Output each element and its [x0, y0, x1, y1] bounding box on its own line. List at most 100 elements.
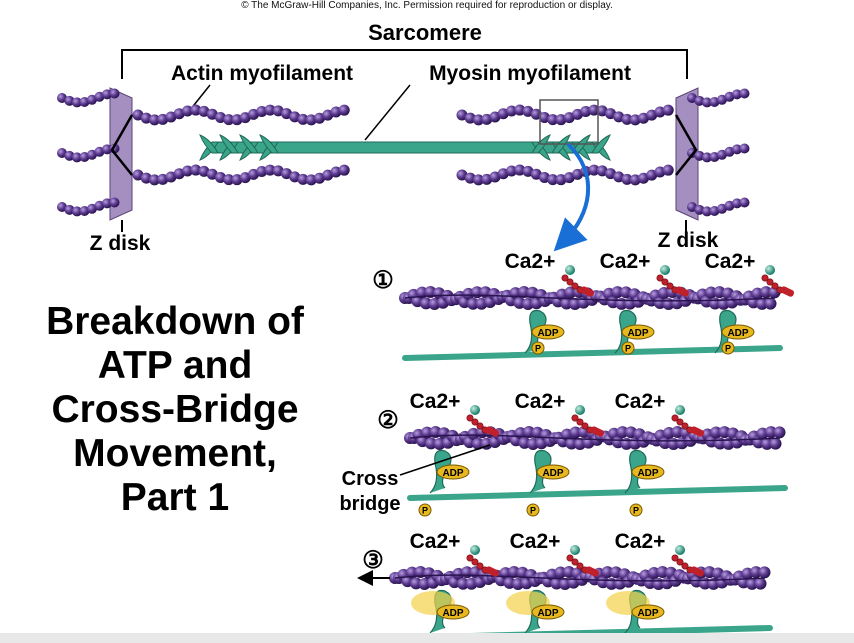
actin-right-stub-3: [687, 197, 750, 217]
phosphate-label: P: [535, 344, 541, 354]
actin-left-stub-1: [57, 88, 120, 108]
cross-bridge-label-1: Cross: [342, 468, 399, 490]
zoom-arrow: [553, 142, 591, 252]
myosin-head: [239, 134, 259, 154]
actin-filament: [389, 566, 771, 590]
footer-bar: [0, 633, 854, 643]
z-disk-left: [109, 87, 133, 232]
troponin-complex: [566, 554, 600, 577]
myosin-head: [219, 134, 239, 154]
phosphate-label: P: [633, 506, 639, 516]
calcium-ion: [675, 405, 685, 415]
troponin-complex: [671, 554, 705, 577]
actin-left-stub-3: [57, 197, 120, 217]
phosphate: P: [531, 341, 545, 355]
troponin-complex: [571, 414, 605, 437]
phosphate: P: [526, 503, 540, 517]
troponin-complex: [656, 274, 690, 297]
phosphate: P: [418, 503, 432, 517]
phosphate: P: [629, 503, 643, 517]
troponin-complex: [671, 414, 705, 437]
phosphate-label: P: [725, 344, 731, 354]
step-1: ① Ca2+ ADP P Ca2+ ADP P Ca2+ ADP P: [372, 250, 795, 361]
title-line-2: ATP and: [97, 344, 253, 387]
calcium-label: Ca2+: [410, 390, 461, 413]
adp-label: ADP: [442, 608, 463, 619]
troponin-complex: [561, 274, 595, 297]
adp-molecule: ADP: [631, 604, 665, 620]
tropomyosin-strand: [394, 574, 766, 582]
diagram-title: Breakdown of ATP and Cross-Bridge Moveme…: [0, 300, 350, 520]
tropomyosin-strand: [404, 294, 776, 302]
step-number: ③: [362, 547, 384, 574]
z-disk-right: [675, 87, 699, 232]
phosphate-label: P: [422, 506, 428, 516]
sarcomere-bracket: [121, 49, 688, 79]
actin-left-strand-2: [132, 164, 350, 186]
adp-label: ADP: [627, 328, 648, 339]
calcium-ion: [660, 265, 670, 275]
adp-molecule: ADP: [721, 324, 755, 340]
calcium-label: Ca2+: [505, 250, 556, 273]
actin-label: Actin myofilament: [171, 62, 353, 85]
calcium-label: Ca2+: [410, 530, 461, 553]
troponin-complex: [466, 554, 500, 577]
copyright-notice: © The McGraw-Hill Companies, Inc. Permis…: [241, 0, 613, 11]
tropomyosin-strand: [409, 434, 781, 442]
z-disk-connector-1: [110, 114, 134, 176]
calcium-ion: [675, 545, 685, 555]
adp-label: ADP: [542, 468, 563, 479]
phosphate-label: P: [530, 506, 536, 516]
step-2: ② Ca2+ ADP P Ca2+ ADP P Ca2+ ADP P: [377, 390, 788, 517]
troponin-complex: [761, 274, 795, 297]
adp-label: ADP: [637, 608, 658, 619]
z-disk-connector-2: [674, 114, 698, 176]
adp-label: ADP: [727, 328, 748, 339]
cross-bridge-leader: [399, 444, 491, 476]
adp-molecule: ADP: [536, 464, 570, 480]
adp-label: ADP: [537, 608, 558, 619]
myosin-label-leader: [364, 84, 411, 141]
sarcomere-label: Sarcomere: [368, 20, 482, 45]
actin-right-stub-1: [687, 88, 750, 108]
myosin-head: [259, 134, 279, 154]
calcium-label: Ca2+: [515, 390, 566, 413]
adp-molecule: ADP: [531, 324, 565, 340]
z-disk-right-label: Z disk: [658, 229, 719, 252]
calcium-label: Ca2+: [615, 530, 666, 553]
adp-molecule: ADP: [631, 464, 665, 480]
myosin-backbone: [407, 485, 788, 501]
step-number: ①: [372, 267, 394, 294]
adp-label: ADP: [442, 468, 463, 479]
title-line-3: Cross-Bridge: [51, 388, 299, 431]
myosin-head: [199, 134, 219, 154]
calcium-ion: [570, 545, 580, 555]
adp-label: ADP: [637, 468, 658, 479]
calcium-label: Ca2+: [600, 250, 651, 273]
phosphate: P: [621, 341, 635, 355]
adp-label: ADP: [537, 328, 558, 339]
phosphate-label: P: [625, 344, 631, 354]
myosin-head: [591, 134, 611, 154]
adp-molecule: ADP: [436, 604, 470, 620]
actin-left-stub-2: [57, 143, 120, 163]
actin-right-strand-2: [456, 164, 674, 186]
phosphate: P: [721, 341, 735, 355]
adp-molecule: ADP: [621, 324, 655, 340]
troponin-complex: [466, 414, 500, 437]
title-line-1: Breakdown of: [46, 300, 304, 343]
calcium-ion: [565, 265, 575, 275]
adp-molecule: ADP: [531, 604, 565, 620]
title-line-4: Movement,: [73, 432, 277, 475]
calcium-ion: [765, 265, 775, 275]
adp-molecule: ADP: [436, 464, 470, 480]
calcium-ion: [575, 405, 585, 415]
calcium-ion: [470, 405, 480, 415]
calcium-label: Ca2+: [615, 390, 666, 413]
title-line-5: Part 1: [120, 476, 230, 519]
step-number: ②: [377, 407, 399, 434]
calcium-label: Ca2+: [705, 250, 756, 273]
